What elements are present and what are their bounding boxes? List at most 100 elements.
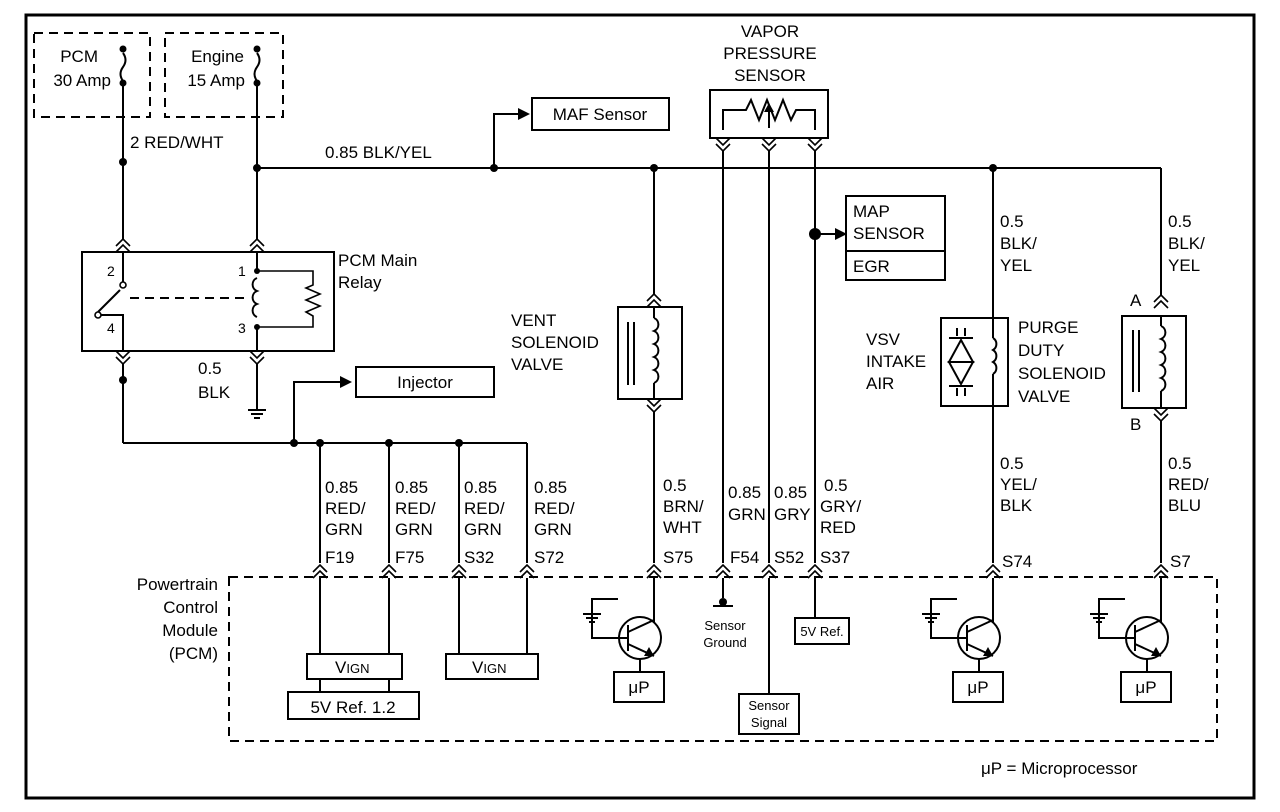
svg-text:GRN: GRN <box>534 520 572 539</box>
svg-text:RED: RED <box>820 518 856 537</box>
svg-text:BLU: BLU <box>1168 496 1201 515</box>
pcm-box <box>228 576 1218 742</box>
svg-text:S7: S7 <box>1170 552 1191 571</box>
svg-text:0.85: 0.85 <box>774 483 807 502</box>
svg-text:3: 3 <box>238 320 246 336</box>
pin-a-label: A <box>1130 291 1142 310</box>
svg-text:GRN: GRN <box>728 505 766 524</box>
svg-text:(PCM): (PCM) <box>169 644 218 663</box>
svg-text:μP: μP <box>967 678 988 697</box>
relay-gnd-wire: 0.5 <box>198 359 222 378</box>
svg-text:VIGN: VIGN <box>472 658 506 677</box>
svg-text:Powertrain: Powertrain <box>137 575 218 594</box>
svg-text:0.85: 0.85 <box>395 478 428 497</box>
svg-text:5V Ref. 1.2: 5V Ref. 1.2 <box>310 698 395 717</box>
svg-text:EGR: EGR <box>853 257 890 276</box>
svg-text:VALVE: VALVE <box>511 355 563 374</box>
pin-b-label: B <box>1130 415 1141 434</box>
microprocessor-3: μP <box>1120 671 1172 703</box>
svg-text:1: 1 <box>238 263 246 279</box>
svg-text:SOLENOID: SOLENOID <box>1018 364 1106 383</box>
svg-text:VENT: VENT <box>511 311 556 330</box>
svg-text:SENSOR: SENSOR <box>853 224 925 243</box>
svg-text:Control: Control <box>163 598 218 617</box>
svg-text:INTAKE: INTAKE <box>866 352 926 371</box>
svg-text:YEL/: YEL/ <box>1000 475 1037 494</box>
map-sensor: MAP SENSOR EGR <box>845 195 946 281</box>
svg-text:GRN: GRN <box>395 520 433 539</box>
svg-text:Module: Module <box>162 621 218 640</box>
purge-duty-solenoid-valve: VSV INTAKE AIR PURGE DUTY SOLENOID VALVE <box>866 317 1106 407</box>
svg-text:0.5: 0.5 <box>1168 212 1192 231</box>
svg-text:GRN: GRN <box>464 520 502 539</box>
vign-box-1: VIGN <box>306 653 403 680</box>
svg-text:15 Amp: 15 Amp <box>187 71 245 90</box>
relay-gnd-wire-2: BLK <box>198 383 231 402</box>
diagram-frame <box>24 13 1256 800</box>
svg-text:5V Ref.: 5V Ref. <box>800 624 843 639</box>
svg-text:RED/: RED/ <box>1168 475 1209 494</box>
svg-text:BLK/: BLK/ <box>1168 234 1205 253</box>
svg-text:BLK/: BLK/ <box>1000 234 1037 253</box>
svg-text:S37: S37 <box>820 548 850 567</box>
sensor-ground-label: Sensor Ground <box>703 618 746 650</box>
vign-box-2: VIGN <box>445 653 539 680</box>
svg-text:VALVE: VALVE <box>1018 387 1070 406</box>
svg-text:F19: F19 <box>325 548 354 567</box>
sensor-signal-box: Sensor Signal <box>738 693 800 735</box>
pcm-fuse: PCM 30 Amp <box>33 32 151 118</box>
pcm-main-relay: 2 4 1 3 <box>81 251 335 352</box>
svg-text:MAP: MAP <box>853 202 890 221</box>
svg-text:RED/: RED/ <box>534 499 575 518</box>
svg-text:2: 2 <box>107 263 115 279</box>
svg-text:VIGN: VIGN <box>335 658 369 677</box>
svg-text:0.85: 0.85 <box>728 483 761 502</box>
relay-label: PCM Main <box>338 251 417 270</box>
svg-text:4: 4 <box>107 320 115 336</box>
svg-text:YEL: YEL <box>1000 256 1032 275</box>
purge-driver-transistor <box>921 578 1001 672</box>
svg-text:0.5: 0.5 <box>824 476 848 495</box>
pcm-terminal-labels: F19 F75 S32 S72 S75 F54 S52 S37 S74 S7 <box>325 548 1191 571</box>
five-v-ref-12-box: 5V Ref. 1.2 <box>287 691 420 720</box>
wire-blk-yel-label: 0.85 BLK/YEL <box>325 143 432 162</box>
svg-text:GRY: GRY <box>774 505 811 524</box>
s7-driver-transistor <box>1089 578 1169 672</box>
svg-text:PCM: PCM <box>60 47 98 66</box>
evap-solenoid-s7 <box>1121 315 1187 409</box>
legend-text: μP = Microprocessor <box>981 759 1138 778</box>
vapor-pressure-sensor: VAPOR PRESSURE SENSOR <box>709 22 829 139</box>
svg-text:Engine: Engine <box>191 47 244 66</box>
svg-text:RED/: RED/ <box>395 499 436 518</box>
svg-text:PRESSURE: PRESSURE <box>723 44 817 63</box>
svg-text:F75: F75 <box>395 548 424 567</box>
svg-text:GRY/: GRY/ <box>820 497 862 516</box>
svg-text:YEL: YEL <box>1168 256 1200 275</box>
maf-sensor: MAF Sensor <box>531 97 670 131</box>
wire-red-wht-label: 2 RED/WHT <box>130 133 224 152</box>
five-v-ref-box: 5V Ref. <box>794 617 850 645</box>
svg-text:PURGE: PURGE <box>1018 318 1078 337</box>
vent-solenoid-valve: VENT SOLENOID VALVE <box>511 306 683 400</box>
svg-text:30 Amp: 30 Amp <box>53 71 111 90</box>
svg-text:F54: F54 <box>730 548 759 567</box>
vent-driver-transistor <box>582 578 662 672</box>
svg-text:SOLENOID: SOLENOID <box>511 333 599 352</box>
svg-text:WHT: WHT <box>663 518 702 537</box>
microprocessor-2: μP <box>952 671 1004 703</box>
svg-text:0.5: 0.5 <box>1000 212 1024 231</box>
svg-text:μP: μP <box>1135 678 1156 697</box>
svg-text:BLK: BLK <box>1000 496 1033 515</box>
svg-text:S52: S52 <box>774 548 804 567</box>
svg-text:0.85: 0.85 <box>534 478 567 497</box>
